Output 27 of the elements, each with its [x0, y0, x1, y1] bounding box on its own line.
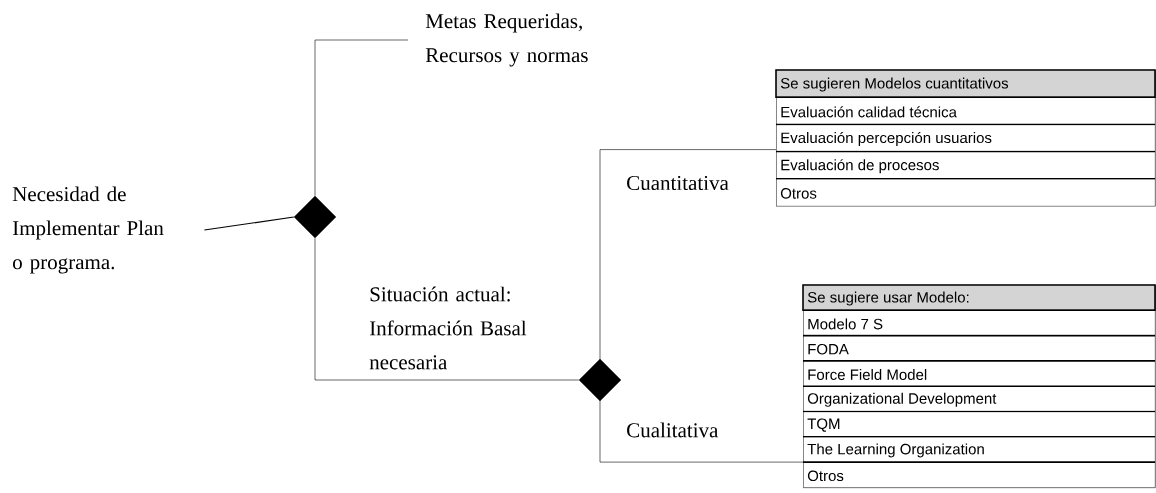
connector-line [203, 216, 295, 231]
connector-line [599, 149, 777, 360]
table-row: Evaluación percepción usuarios [775, 123, 1156, 147]
connector-line [599, 358, 804, 463]
edge-label: Cualitativa [627, 422, 719, 438]
table-row: Force Field Model [802, 360, 1156, 380]
table-row: Otros [775, 178, 1156, 199]
table-row: FODA [802, 334, 1156, 355]
table-row: Organizational Development [802, 385, 1156, 407]
table [802, 284, 1156, 488]
table-row: Evaluación de procesos [775, 150, 1156, 174]
edge-label: Situación actual: Información Basal necesaria [369, 286, 527, 370]
table-header: Se sugieren Modelos cuantitativos [775, 69, 1156, 98]
table [775, 69, 1156, 207]
table-row: Otros [802, 461, 1156, 482]
table-row: Evaluación calidad técnica [775, 96, 1156, 118]
table-header: Se sugiere usar Modelo: [802, 284, 1156, 312]
text-label: Metas Requeridas, Recursos y normas [425, 13, 588, 67]
table-row: TQM [802, 410, 1156, 432]
connector-line [314, 237, 580, 381]
table-row: The Learning Organization [802, 436, 1156, 458]
decision-diamond [293, 195, 337, 239]
table-row: Modelo 7 S [802, 309, 1156, 330]
text-label: Necesidad de Implementar Plan o programa. [12, 186, 164, 274]
edge-label: Cuantitativa [627, 175, 729, 191]
decision-diamond [578, 358, 622, 402]
connector-line [314, 39, 409, 197]
